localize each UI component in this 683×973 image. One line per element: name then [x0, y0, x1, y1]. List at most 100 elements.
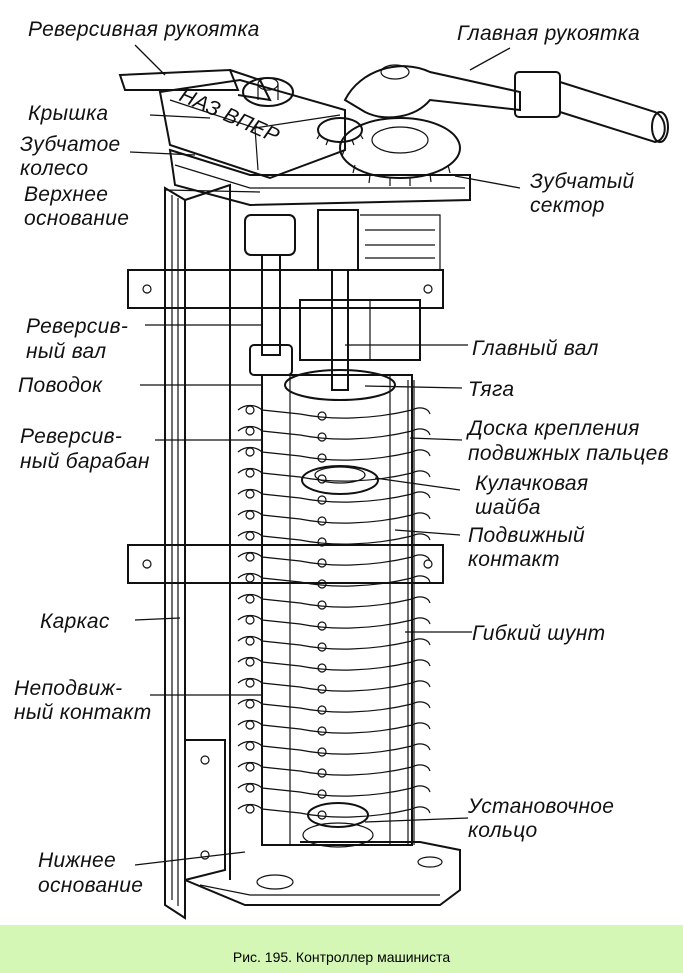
gear-drawing [316, 117, 461, 186]
label-moving-contact-2: контакт [468, 548, 560, 571]
label-cam-washer-1: Кулачковая [475, 472, 588, 495]
contact-bolt [317, 663, 327, 673]
contact-bolt [317, 537, 327, 547]
label-flexible-shunt: Гибкий шунт [472, 622, 605, 645]
contact-row [237, 803, 431, 818]
contact-bolt [245, 468, 255, 478]
contact-bolt [245, 510, 255, 520]
label-reverse-shaft-2: ный вал [26, 340, 106, 363]
contact-row [237, 530, 431, 545]
label-upper-base-1: Верхнее [24, 183, 108, 206]
contact-bolt [245, 699, 255, 709]
contact-bolt [245, 531, 255, 541]
contact-bolt [245, 573, 255, 583]
label-gear-2: колесо [20, 157, 88, 180]
contact-row [237, 656, 431, 671]
label-cover: Крышка [28, 102, 108, 125]
label-finger-board-1: Доска крепления [466, 417, 640, 440]
contact-row [237, 551, 431, 566]
contact-bolt [317, 768, 327, 778]
label-setting-ring-2: кольцо [468, 819, 538, 842]
contact-row [237, 593, 431, 608]
contact-bolt [317, 726, 327, 736]
label-fixed-contact-2: ный контакт [14, 701, 152, 724]
label-main-shaft: Главный вал [472, 337, 599, 360]
contact-bolt [245, 678, 255, 688]
contact-rows [237, 404, 431, 820]
reverse-handle-drawing [118, 68, 294, 107]
contact-bolt [245, 552, 255, 562]
contact-bolt [317, 411, 327, 421]
label-cam-washer-2: шайба [475, 496, 541, 519]
label-fixed-contact-1: Неподвиж- [14, 677, 122, 700]
contact-bolt [245, 762, 255, 772]
contact-bolt [317, 642, 327, 652]
label-lead: Поводок [18, 374, 103, 397]
contact-row [237, 467, 431, 482]
mounting-bars-drawing [127, 269, 444, 584]
figure-caption: Рис. 195. Контроллер машиниста [232, 949, 451, 965]
contact-row [237, 719, 431, 734]
contact-row [237, 761, 431, 776]
controller-diagram: НАЗ ВПЕР [14, 18, 669, 920]
contact-bolt [317, 810, 327, 820]
controller-drawing: НАЗ ВПЕР [14, 18, 669, 920]
contact-row [237, 509, 431, 524]
label-finger-board-2: подвижных пальцев [468, 442, 669, 465]
label-reverse-handle: Реверсивная рукоятка [28, 18, 260, 41]
contact-row [237, 572, 431, 587]
frame-drawing [164, 183, 231, 920]
contact-row [237, 740, 431, 755]
contact-row [237, 614, 431, 629]
contact-row [237, 404, 431, 419]
label-toothed-sector-1: Зубчатый [530, 170, 635, 193]
label-reverse-drum-2: ный барабан [20, 450, 150, 473]
contact-bolt [317, 705, 327, 715]
contact-bolt [245, 489, 255, 499]
contact-bolt [245, 615, 255, 625]
lower-base-drawing [184, 841, 461, 906]
label-lower-base-1: Нижнее [38, 849, 116, 872]
contact-bolt [317, 684, 327, 694]
label-setting-ring-1: Установочное [467, 795, 614, 818]
contact-bolt [317, 453, 327, 463]
reverse-shaft-drawing [244, 214, 296, 376]
label-frame: Каркас [40, 610, 110, 633]
label-reverse-drum-1: Реверсив- [20, 425, 122, 448]
labels: Реверсивная рукоятка Главная рукоятка Кр… [14, 18, 669, 897]
contact-bolt [317, 432, 327, 442]
contact-bolt [317, 579, 327, 589]
label-rod: Тяга [468, 378, 514, 401]
contact-bolt [317, 474, 327, 484]
label-lower-base-2: основание [38, 874, 143, 897]
caption-bar [0, 925, 683, 973]
contact-bolt [245, 447, 255, 457]
label-reverse-shaft-1: Реверсив- [26, 315, 128, 338]
contact-row [237, 698, 431, 713]
main-shaft-drawing [299, 209, 441, 391]
contact-bolt [317, 621, 327, 631]
contact-row [237, 635, 431, 650]
label-moving-contact-1: Подвижный [468, 524, 585, 547]
label-gear-1: Зубчатое [20, 133, 121, 156]
contact-bolt [245, 741, 255, 751]
contact-row [237, 677, 431, 692]
contact-bolt [245, 636, 255, 646]
contact-bolt [245, 657, 255, 667]
contact-bolt [245, 405, 255, 415]
leader-lines [129, 44, 521, 866]
main-handle-drawing [343, 64, 669, 144]
contact-stack-drawing [261, 369, 415, 848]
contact-bolt [245, 594, 255, 604]
contact-bolt [317, 600, 327, 610]
contact-bolt [317, 747, 327, 757]
contact-row [237, 782, 431, 797]
label-toothed-sector-2: сектор [530, 194, 605, 217]
contact-bolt [317, 495, 327, 505]
contact-bolt [317, 516, 327, 526]
label-upper-base-2: основание [24, 207, 129, 230]
contact-bolt [245, 720, 255, 730]
contact-bolt [245, 783, 255, 793]
contact-bolt [245, 426, 255, 436]
